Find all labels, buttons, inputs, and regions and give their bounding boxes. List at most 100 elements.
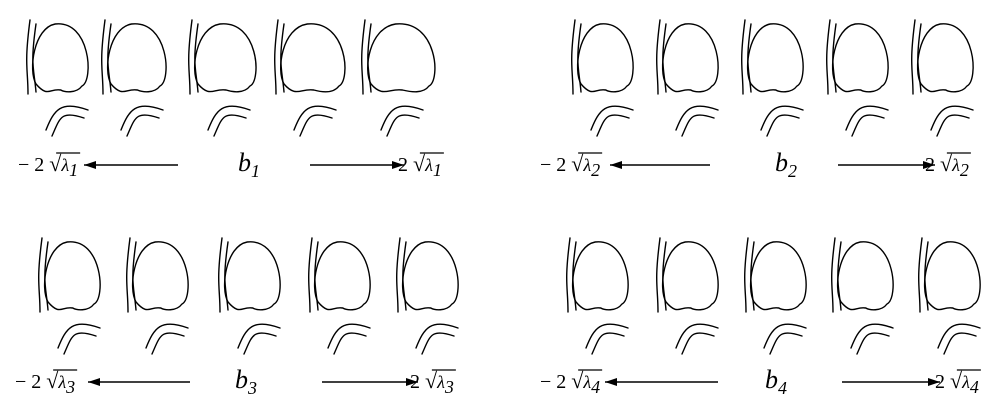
right-bound-b1-radical: √ [413, 151, 426, 176]
left-arrow-b1-head [84, 161, 96, 169]
base-contour [45, 105, 89, 137]
shape-1 [25, 19, 89, 137]
shape-4 [307, 237, 371, 355]
shape-5 [360, 19, 436, 137]
shape-4 [830, 237, 894, 355]
base-contour [930, 105, 974, 137]
left-arrow-b2-head [610, 161, 622, 169]
right-arrow-b4-head [928, 378, 940, 386]
leaflet-contour [402, 241, 459, 311]
wall-contour [395, 237, 407, 313]
base-contour [327, 323, 371, 355]
left-bound-b3-sign: − [15, 371, 31, 393]
left-bound-b1-lambda: λ [60, 155, 69, 175]
base-contour [585, 323, 629, 355]
left-bound-b2-coef: 2 [556, 154, 571, 176]
wall-contour [273, 19, 285, 95]
left-bound-b2-lambda-sub: 2 [591, 160, 600, 180]
left-bound-b4-radical: √ [571, 368, 584, 393]
right-bound-b1-label: 2 √λ1 [398, 151, 442, 180]
leaflet-contour [750, 241, 807, 311]
left-bound-b3-radical: √ [46, 368, 59, 393]
shape-3 [740, 19, 804, 137]
wall-contour [25, 19, 37, 95]
left-arrow-b3-head [88, 378, 100, 386]
leaflet-contour [747, 23, 804, 93]
right-bound-b4-label: 2 √λ4 [935, 368, 979, 397]
left-bound-b4-coef: 2 [556, 371, 571, 393]
shape-1 [570, 19, 634, 137]
wall-contour [187, 19, 199, 95]
left-bound-b3-lambda-sub: 3 [65, 377, 75, 397]
leaflet-contour [837, 241, 894, 311]
wall-contour [37, 237, 49, 313]
leaflet-contour [280, 23, 346, 93]
shape-4 [825, 19, 889, 137]
shape-4 [273, 19, 346, 137]
shape-3 [743, 237, 807, 355]
base-contour [293, 105, 337, 137]
right-bound-b2-label: 2 √λ2 [925, 151, 969, 180]
left-arrow-b4-head [605, 378, 617, 386]
shape-3 [187, 19, 257, 137]
mode-label-b4: b4 [765, 365, 787, 398]
leaflet-contour [314, 241, 371, 311]
wall-contour [743, 237, 755, 313]
wall-contour [655, 237, 667, 313]
wall-contour [125, 237, 137, 313]
wall-contour [740, 19, 752, 95]
left-bound-b4-lambda: λ [582, 372, 591, 392]
right-bound-b2-radical: √ [940, 151, 953, 176]
wall-contour [360, 19, 372, 95]
right-bound-b3-lambda: λ [436, 372, 445, 392]
leaflet-contour [193, 23, 257, 93]
base-contour [845, 105, 889, 137]
right-bound-b2-lambda-sub: 2 [960, 160, 969, 180]
right-arrow-b1-head [392, 161, 404, 169]
base-contour [120, 105, 164, 137]
right-bound-b3-label: 2 √λ3 [410, 368, 454, 397]
right-bound-b1-lambda: λ [424, 155, 433, 175]
left-bound-b2-label: − 2 √λ2 [540, 151, 600, 180]
base-contour [850, 323, 894, 355]
leaflet-contour [132, 241, 189, 311]
base-contour [760, 105, 804, 137]
shape-5 [917, 237, 981, 355]
wall-contour [655, 19, 667, 95]
base-contour [237, 323, 281, 355]
left-bound-b1-radical: √ [49, 151, 62, 176]
wall-contour [830, 237, 842, 313]
left-bound-b4-label: − 2 √λ4 [540, 368, 600, 397]
wall-contour [565, 237, 577, 313]
base-contour [590, 105, 634, 137]
shape-2 [655, 19, 719, 137]
left-bound-b4-lambda-sub: 4 [591, 377, 600, 397]
wall-contour [910, 19, 922, 95]
wall-contour [825, 19, 837, 95]
right-arrow-b2-head [923, 161, 935, 169]
shape-5 [395, 237, 459, 355]
shape-2 [100, 19, 167, 137]
left-bound-b1-label: − 2 √λ1 [18, 151, 78, 180]
shape-3 [217, 237, 281, 355]
wall-contour [100, 19, 112, 95]
right-bound-b4-lambda: λ [961, 372, 970, 392]
leaflet-contour [224, 241, 281, 311]
wall-contour [917, 237, 929, 313]
base-contour [57, 323, 101, 355]
shape-5 [910, 19, 974, 137]
left-bound-b3-label: − 2 √λ3 [15, 368, 75, 397]
base-contour [675, 105, 719, 137]
left-bound-b3-lambda: λ [57, 372, 66, 392]
right-bound-b4-lambda-sub: 4 [970, 377, 979, 397]
leaflet-contour [106, 23, 167, 93]
leaflet-contour [662, 241, 719, 311]
leaflet-contour [367, 23, 436, 93]
mode-label-b3: b3 [235, 365, 257, 398]
base-contour [675, 323, 719, 355]
leaflet-contour [924, 241, 981, 311]
base-contour [937, 323, 981, 355]
leaflet-contour [572, 241, 629, 311]
